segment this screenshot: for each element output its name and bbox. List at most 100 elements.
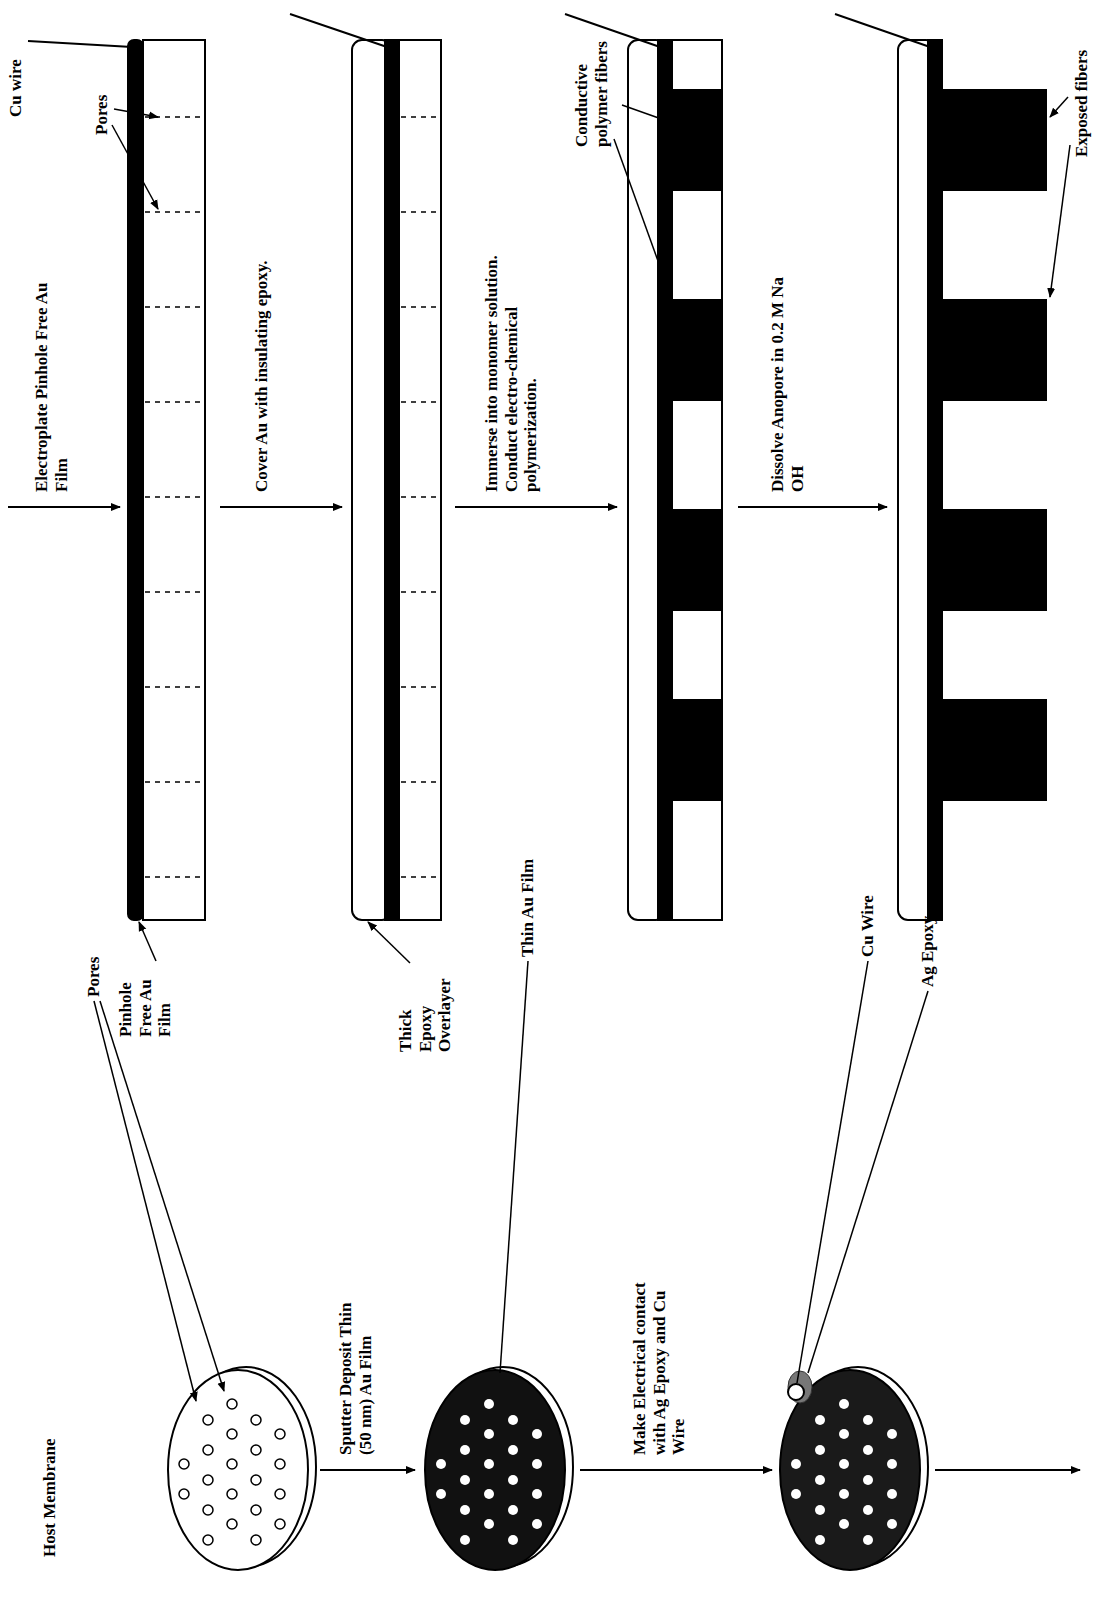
pore	[863, 1475, 873, 1485]
pore	[436, 1459, 446, 1469]
pore-line	[401, 306, 440, 308]
pore	[484, 1429, 494, 1439]
pore	[251, 1505, 261, 1515]
leader-lines	[112, 97, 1070, 963]
pore	[839, 1519, 849, 1529]
pore	[863, 1505, 873, 1515]
pore	[532, 1429, 542, 1439]
pore-dots	[791, 1399, 897, 1545]
pore	[227, 1429, 237, 1439]
pore	[227, 1399, 237, 1409]
fiber	[672, 510, 722, 610]
pore	[508, 1475, 518, 1485]
pore	[251, 1415, 261, 1425]
pore	[815, 1445, 825, 1455]
pore-line	[145, 306, 204, 308]
callout-label: Cu Wire	[858, 857, 878, 957]
pore	[863, 1445, 873, 1455]
step-arrows	[320, 1469, 1080, 1471]
pore-line	[401, 496, 440, 498]
step-label: Dissolve Anopore in 0.2 M Na OH	[768, 257, 807, 492]
pore	[275, 1429, 285, 1439]
pore	[532, 1489, 542, 1499]
pore	[508, 1535, 518, 1545]
callout-label: Ag Epoxy	[918, 877, 938, 987]
pore-line	[145, 781, 204, 783]
pore	[532, 1459, 542, 1469]
pore	[863, 1535, 873, 1545]
callout-label: Conductive polymer fibers	[572, 12, 611, 147]
pore	[508, 1415, 518, 1425]
pore	[203, 1445, 213, 1455]
fiber	[942, 90, 1046, 190]
pore	[179, 1489, 189, 1499]
pore	[203, 1415, 213, 1425]
pore	[251, 1535, 261, 1545]
pore	[275, 1519, 285, 1529]
pore-line	[401, 876, 440, 878]
pore	[863, 1415, 873, 1425]
callout-label: Exposed fibers	[1072, 17, 1092, 157]
pore-line	[145, 876, 204, 878]
step-label: Sputter Deposit Thin (50 nm) Au Film	[336, 1285, 375, 1455]
pore-line	[401, 116, 440, 118]
fiber	[942, 700, 1046, 800]
pore	[508, 1505, 518, 1515]
step-label: Cover Au with insulating epoxy.	[252, 252, 272, 492]
pore	[251, 1445, 261, 1455]
pore	[815, 1505, 825, 1515]
step-label: Immerse into monomer solution. Conduct e…	[482, 227, 541, 492]
pore	[791, 1459, 801, 1469]
pore	[508, 1445, 518, 1455]
step-arrows	[8, 506, 887, 508]
callout-label: Pores	[84, 927, 104, 997]
pore	[203, 1505, 213, 1515]
pore	[203, 1535, 213, 1545]
pore	[460, 1535, 470, 1545]
step-label: Make Electrical contact with Ag Epoxy an…	[630, 1280, 689, 1455]
callout-label: Thick Epoxy Overlayer	[396, 962, 455, 1052]
pore	[839, 1429, 849, 1439]
pore	[460, 1475, 470, 1485]
callout-label: Thin Au Film	[518, 827, 538, 957]
pore	[460, 1505, 470, 1515]
callout-label: Cu wire	[6, 45, 26, 117]
pore	[227, 1459, 237, 1469]
pore-line	[145, 211, 204, 213]
fiber	[942, 300, 1046, 400]
membrane-disks	[168, 1367, 928, 1570]
pore	[532, 1519, 542, 1529]
cross-sections	[128, 40, 1046, 920]
pore	[484, 1399, 494, 1409]
pore	[839, 1399, 849, 1409]
fiber	[942, 510, 1046, 610]
callout-label: Pinhole Free Au Film	[116, 963, 175, 1037]
pore	[887, 1429, 897, 1439]
pore	[275, 1459, 285, 1469]
pore	[460, 1415, 470, 1425]
pore	[839, 1489, 849, 1499]
figure-title: Host Membrane	[40, 1357, 60, 1557]
pore	[251, 1475, 261, 1485]
pore	[815, 1535, 825, 1545]
pore	[887, 1489, 897, 1499]
pore	[436, 1489, 446, 1499]
pore-line	[401, 686, 440, 688]
pore	[815, 1475, 825, 1485]
pore	[887, 1459, 897, 1469]
pore	[791, 1489, 801, 1499]
cu-wires	[28, 14, 930, 47]
pore-line	[401, 591, 440, 593]
polymer-fibers	[942, 90, 1046, 800]
fiber	[672, 90, 722, 190]
pore	[460, 1445, 470, 1455]
pore	[484, 1519, 494, 1529]
pore-lines	[145, 117, 204, 877]
pore	[179, 1459, 189, 1469]
pore-line	[145, 591, 204, 593]
leader-lines	[94, 961, 928, 1401]
pore-dots	[179, 1399, 285, 1545]
pore	[815, 1415, 825, 1425]
